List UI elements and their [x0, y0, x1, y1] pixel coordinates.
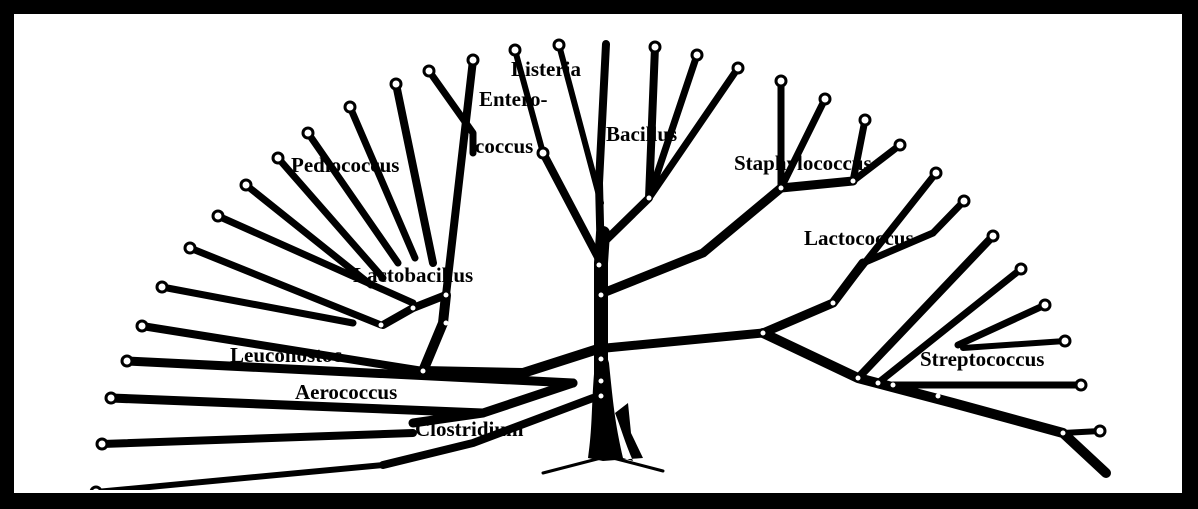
label-aerococcus: Aerococcus: [295, 380, 397, 404]
label-streptococcus: Streptococcus: [920, 347, 1044, 371]
label-lactobacillus: Lactobacillus: [353, 263, 473, 287]
leaf-branch: [933, 201, 964, 233]
leaf-tip: [733, 63, 743, 73]
leaf-tip: [959, 196, 969, 206]
root: [543, 458, 601, 473]
branch-node: [891, 383, 896, 388]
label-listeria: Listeria: [511, 57, 581, 81]
branch-node: [599, 394, 604, 399]
leaf-tip: [157, 282, 167, 292]
label-lactococcus: Lactococcus: [804, 226, 914, 250]
label-leuconostoc: Leuconostoc: [230, 343, 342, 367]
branch-node: [779, 186, 784, 191]
leaf-tip: [468, 55, 478, 65]
leaf-tip: [931, 168, 941, 178]
leaf-tip: [554, 40, 564, 50]
leaf-tip: [538, 148, 548, 158]
leaf-branch: [396, 84, 433, 263]
branch-node: [761, 331, 766, 336]
leaf-tip: [1060, 336, 1070, 346]
branch-node: [856, 376, 861, 381]
leaf-tip: [106, 393, 116, 403]
leaf-tip: [241, 180, 251, 190]
leaf-tip: [345, 102, 355, 112]
label-coccus: coccus: [475, 134, 533, 158]
leaf-tip: [776, 76, 786, 86]
label-staphylococcus: Staphylococcus: [734, 151, 872, 175]
branch-node: [851, 179, 856, 184]
leaf-branch: [102, 433, 413, 444]
leaf-tip: [391, 79, 401, 89]
branch-node: [599, 357, 604, 362]
label-pediococcus: Pediococcus: [291, 153, 399, 177]
leaf-tip: [895, 140, 905, 150]
branch: [423, 348, 601, 373]
phylogenetic-tree: Listeria Entero- coccus Bacillus Pedioco…: [17, 17, 1179, 490]
branch-node: [599, 293, 604, 298]
leaf-tip: [424, 66, 434, 76]
leaf-tip: [1076, 380, 1086, 390]
leaf-tip: [213, 211, 223, 221]
leaf-tip: [1016, 264, 1026, 274]
branch-node: [444, 293, 449, 298]
tree-branches: [96, 44, 1106, 490]
leaf-tip: [988, 231, 998, 241]
label-clostridium: Clostridium: [415, 417, 524, 441]
leaf-branch: [96, 465, 383, 490]
leaf-tip: [273, 153, 283, 163]
leaf-tip: [1095, 426, 1105, 436]
leaf-tip: [510, 45, 520, 55]
branch-node: [647, 196, 652, 201]
leaf-tip: [303, 128, 313, 138]
leaf-tip: [692, 50, 702, 60]
leaf-tip: [91, 487, 101, 490]
leaf-branch: [218, 216, 413, 303]
branch-node: [599, 379, 604, 384]
leaf-tip: [860, 115, 870, 125]
branch-node: [1061, 431, 1066, 436]
label-bacillus: Bacillus: [606, 122, 677, 146]
leaf-tip: [1040, 300, 1050, 310]
branch-node: [936, 394, 941, 399]
leaf-tip: [185, 243, 195, 253]
leaf-tip: [650, 42, 660, 52]
branch-node: [831, 301, 836, 306]
leaf-tip: [122, 356, 132, 366]
diagram-panel: Listeria Entero- coccus Bacillus Pedioco…: [14, 14, 1182, 493]
branch-node: [444, 321, 449, 326]
root: [613, 458, 663, 471]
label-entero: Entero-: [479, 87, 547, 111]
branch-node: [876, 381, 881, 386]
branch-node: [411, 306, 416, 311]
leaf-tip: [137, 321, 147, 331]
branch-node: [379, 323, 384, 328]
leaf-tip: [820, 94, 830, 104]
leaf-tip: [97, 439, 107, 449]
branch-node: [597, 263, 602, 268]
branch-node: [421, 369, 426, 374]
tree-nodes: [379, 179, 1066, 436]
